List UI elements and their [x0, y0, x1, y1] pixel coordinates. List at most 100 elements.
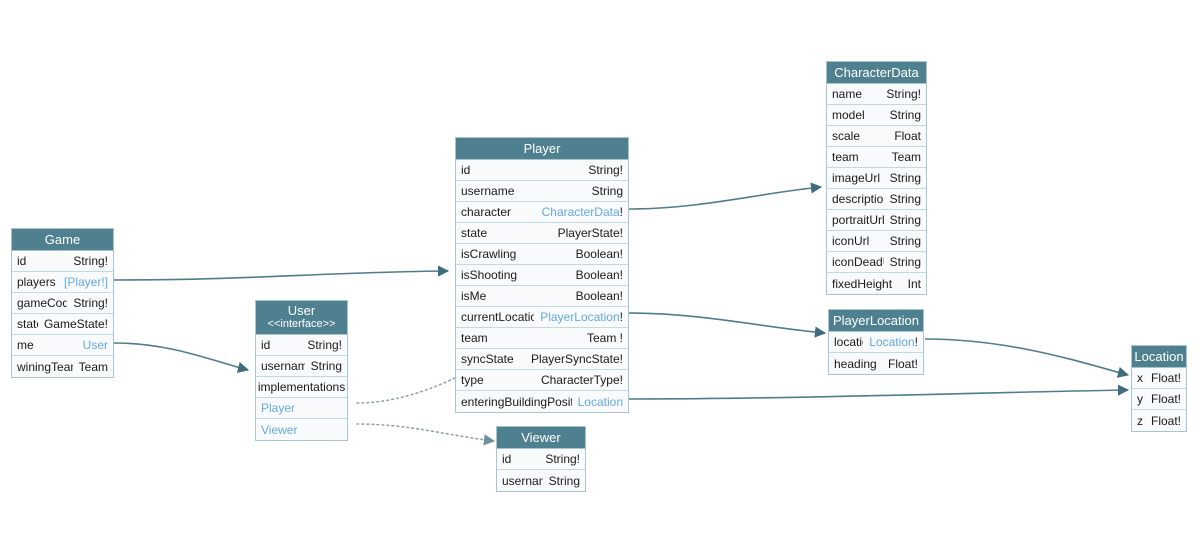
- field-row[interactable]: isMe Boolean!: [456, 286, 628, 307]
- entity-user[interactable]: User <<interface>> id String! username S…: [255, 300, 348, 441]
- field-row[interactable]: id String!: [256, 335, 347, 356]
- field-row[interactable]: iconDeadUrl String: [827, 252, 926, 273]
- field-name: name: [832, 87, 863, 101]
- field-row[interactable]: id String!: [456, 160, 628, 181]
- entity-game[interactable]: Game id String! players [Player!] gameCo…: [11, 228, 114, 378]
- field-type: Boolean!: [575, 289, 623, 303]
- edge-player-currentlocation-to-playerlocation: [628, 312, 827, 338]
- field-row[interactable]: description String: [827, 189, 926, 210]
- field-row[interactable]: id String!: [12, 251, 113, 272]
- field-type: String: [889, 192, 921, 206]
- field-name: team: [461, 331, 488, 345]
- field-type-link[interactable]: Location: [577, 394, 623, 409]
- field-type: String!: [307, 338, 342, 352]
- field-row[interactable]: id String!: [497, 449, 585, 470]
- field-type-link[interactable]: Location!: [869, 335, 918, 349]
- field-name: location: [834, 335, 863, 349]
- field-row[interactable]: name String!: [827, 84, 926, 105]
- field-row[interactable]: gameCode String!: [12, 293, 113, 314]
- field-type-link[interactable]: PlayerLocation!: [540, 310, 623, 324]
- field-row[interactable]: y Float!: [1132, 389, 1186, 410]
- field-type-link[interactable]: CharacterData!: [541, 205, 623, 219]
- entity-player-location[interactable]: PlayerLocation location Location! headin…: [828, 309, 924, 375]
- field-row[interactable]: imageUrl String: [827, 168, 926, 189]
- field-type: Boolean!: [575, 268, 623, 282]
- field-type: Float!: [887, 356, 918, 371]
- field-type: String!: [73, 296, 108, 310]
- field-row[interactable]: currentLocation PlayerLocation!: [456, 307, 628, 328]
- edge-user-implements-viewer: [356, 423, 496, 446]
- field-name: imageUrl: [832, 171, 881, 185]
- implementations-label-row: implementations: [256, 377, 347, 398]
- field-name: character: [461, 205, 512, 219]
- field-row[interactable]: username String: [256, 356, 347, 377]
- implementation-link[interactable]: Player: [261, 401, 296, 415]
- field-row[interactable]: team Team: [827, 147, 926, 168]
- field-row[interactable]: syncState PlayerSyncState!: [456, 349, 628, 370]
- field-type-link[interactable]: User: [82, 338, 108, 352]
- field-row[interactable]: scale Float: [827, 126, 926, 147]
- field-type-link[interactable]: [Player!]: [63, 275, 108, 289]
- field-row[interactable]: heading Float!: [829, 353, 923, 374]
- field-type: String: [548, 473, 580, 488]
- field-row[interactable]: character CharacterData!: [456, 202, 628, 223]
- entity-viewer[interactable]: Viewer id String! username String: [496, 426, 586, 492]
- field-row[interactable]: username String: [456, 181, 628, 202]
- field-type: Float!: [1150, 371, 1181, 385]
- field-row[interactable]: state GameState!: [12, 314, 113, 335]
- implementation-link[interactable]: Viewer: [261, 422, 298, 437]
- field-type: GameState!: [43, 317, 108, 331]
- field-name: description: [832, 192, 884, 206]
- entity-player-title: Player: [456, 138, 628, 160]
- field-name: fixedHeight: [832, 276, 893, 291]
- field-row[interactable]: isShooting Boolean!: [456, 265, 628, 286]
- field-name: currentLocation: [461, 310, 535, 324]
- entity-location[interactable]: Location x Float! y Float! z Float!: [1131, 345, 1187, 432]
- field-type: Float: [894, 129, 921, 143]
- entity-player[interactable]: Player id String! username String charac…: [455, 137, 629, 413]
- field-name: state: [461, 226, 488, 240]
- field-row[interactable]: state PlayerState!: [456, 223, 628, 244]
- field-type: Team: [891, 150, 921, 164]
- field-name: isShooting: [461, 268, 518, 282]
- field-name: team: [832, 150, 859, 164]
- entity-player-location-title: PlayerLocation: [829, 310, 923, 332]
- field-type: String!: [588, 163, 623, 177]
- field-row[interactable]: fixedHeight Int: [827, 273, 926, 294]
- edge-game-players-to-player: [113, 265, 450, 281]
- field-row[interactable]: isCrawling Boolean!: [456, 244, 628, 265]
- edge-player-enteringbuildingposition-to-location: [628, 384, 1130, 400]
- field-name: username: [502, 473, 543, 488]
- field-type: PlayerState!: [557, 226, 623, 240]
- field-row[interactable]: model String: [827, 105, 926, 126]
- field-row[interactable]: winingTeam Team: [12, 356, 113, 377]
- field-row[interactable]: me User: [12, 335, 113, 356]
- field-row[interactable]: enteringBuildingPosition Location: [456, 391, 628, 412]
- field-name: isMe: [461, 289, 487, 303]
- field-type: Int: [907, 276, 921, 291]
- field-type: String!: [545, 452, 580, 466]
- field-row[interactable]: portraitUrl String: [827, 210, 926, 231]
- field-row[interactable]: location Location!: [829, 332, 923, 353]
- field-type: String: [889, 108, 921, 122]
- implementation-row[interactable]: Viewer: [256, 419, 347, 440]
- field-row[interactable]: iconUrl String: [827, 231, 926, 252]
- field-name: username: [261, 359, 305, 373]
- implementation-row[interactable]: Player: [256, 398, 347, 419]
- entity-character-data[interactable]: CharacterData name String! model String …: [826, 61, 927, 295]
- field-name: iconUrl: [832, 234, 870, 248]
- field-name: model: [832, 108, 865, 122]
- field-row[interactable]: username String: [497, 470, 585, 491]
- entity-user-title: User <<interface>>: [256, 301, 347, 335]
- field-name: isCrawling: [461, 247, 517, 261]
- field-row[interactable]: type CharacterType!: [456, 370, 628, 391]
- field-type: Team !: [586, 331, 623, 345]
- field-type: String!: [73, 254, 108, 268]
- field-row[interactable]: z Float!: [1132, 410, 1186, 431]
- field-name: winingTeam: [17, 359, 73, 374]
- field-row[interactable]: players [Player!]: [12, 272, 113, 293]
- field-type: CharacterType!: [540, 373, 623, 387]
- field-row[interactable]: x Float!: [1132, 368, 1186, 389]
- field-row[interactable]: team Team !: [456, 328, 628, 349]
